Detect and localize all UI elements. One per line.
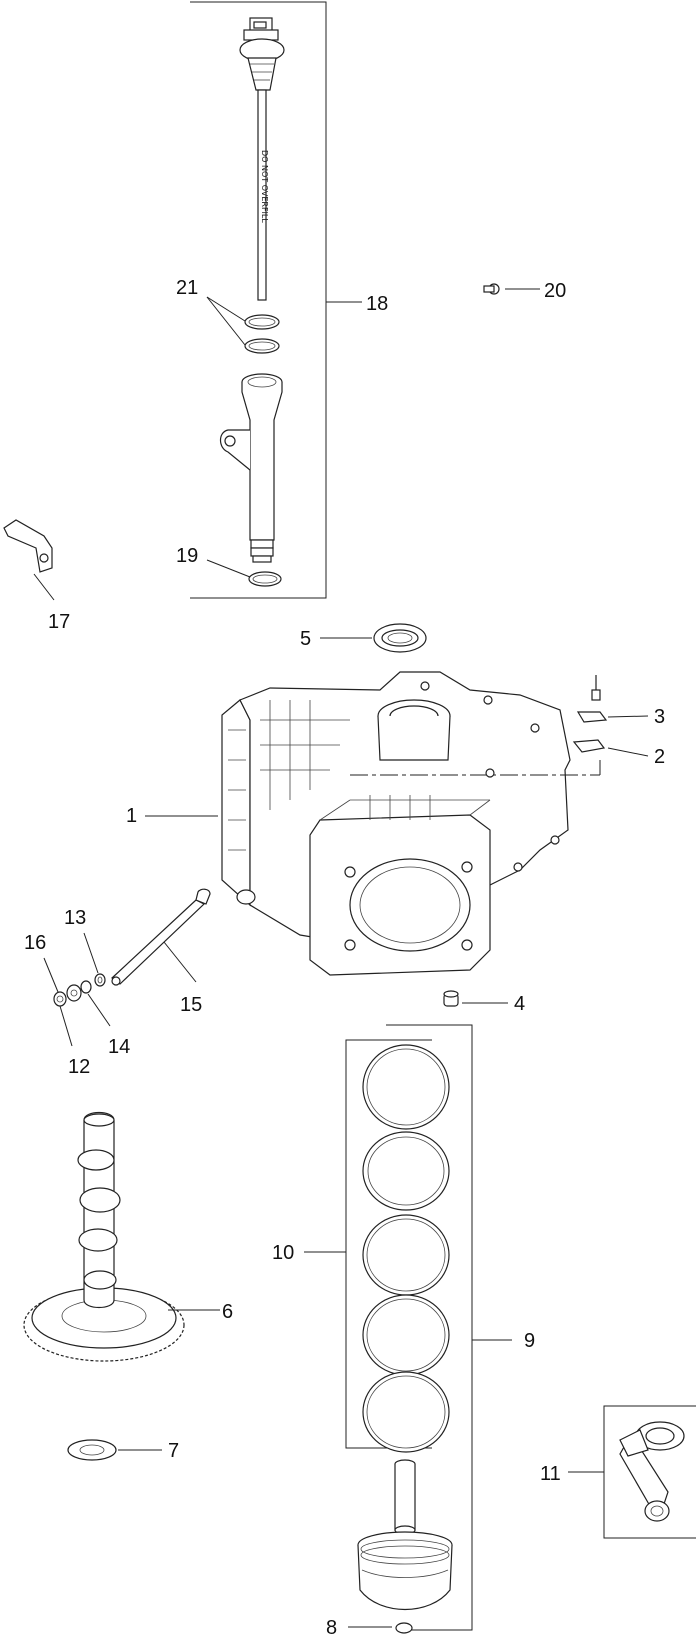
callout-21: 21 [176, 277, 198, 299]
crankcase-1 [145, 671, 601, 976]
group-bracket-9 [386, 1024, 512, 1631]
plug-4 [443, 990, 508, 1007]
dipstick-warning-text: DO NOT OVERFILL [260, 150, 269, 223]
callout-2: 2 [654, 746, 665, 768]
callout-10: 10 [272, 1242, 294, 1264]
retainer-8 [348, 1622, 413, 1634]
tube-15 [111, 888, 211, 986]
callout-6: 6 [222, 1301, 233, 1323]
callout-12: 12 [68, 1056, 90, 1078]
screw-20 [483, 283, 540, 295]
washer-7 [67, 1439, 162, 1461]
stud-3 [576, 675, 649, 723]
callout-9: 9 [524, 1330, 535, 1352]
callout-11: 11 [540, 1463, 561, 1485]
callout-8: 8 [326, 1617, 337, 1639]
oil-seal-5 [320, 623, 427, 653]
callout-3: 3 [654, 706, 665, 728]
callout-7: 7 [168, 1440, 179, 1462]
dipstick-tube-part [219, 373, 283, 563]
callout-labels: 1 2 3 4 5 6 7 8 9 10 11 12 13 14 15 16 1… [24, 277, 665, 1639]
piston-part [357, 1459, 453, 1610]
callout-19: 19 [176, 545, 198, 567]
callout-14: 14 [108, 1036, 130, 1058]
group-bracket-18 [190, 1, 362, 599]
o-ring-19 [206, 559, 282, 587]
callout-4: 4 [514, 993, 525, 1015]
callout-15: 15 [180, 994, 202, 1016]
washers-12-16 [43, 932, 111, 1047]
callout-20: 20 [544, 280, 566, 302]
bracket-17 [3, 519, 55, 601]
clip-2 [572, 739, 649, 757]
callout-13: 13 [64, 907, 86, 929]
connecting-rod-11 [568, 1405, 696, 1539]
callout-18: 18 [366, 293, 388, 315]
callout-5: 5 [300, 628, 311, 650]
callout-17: 17 [48, 611, 70, 633]
callout-16: 16 [24, 932, 46, 954]
piston-rings [362, 1044, 450, 1453]
callout-1: 1 [126, 805, 137, 827]
o-rings-21 [206, 296, 280, 354]
camshaft-6 [23, 1111, 220, 1362]
dipstick-part: DO NOT OVERFILL [239, 17, 285, 301]
